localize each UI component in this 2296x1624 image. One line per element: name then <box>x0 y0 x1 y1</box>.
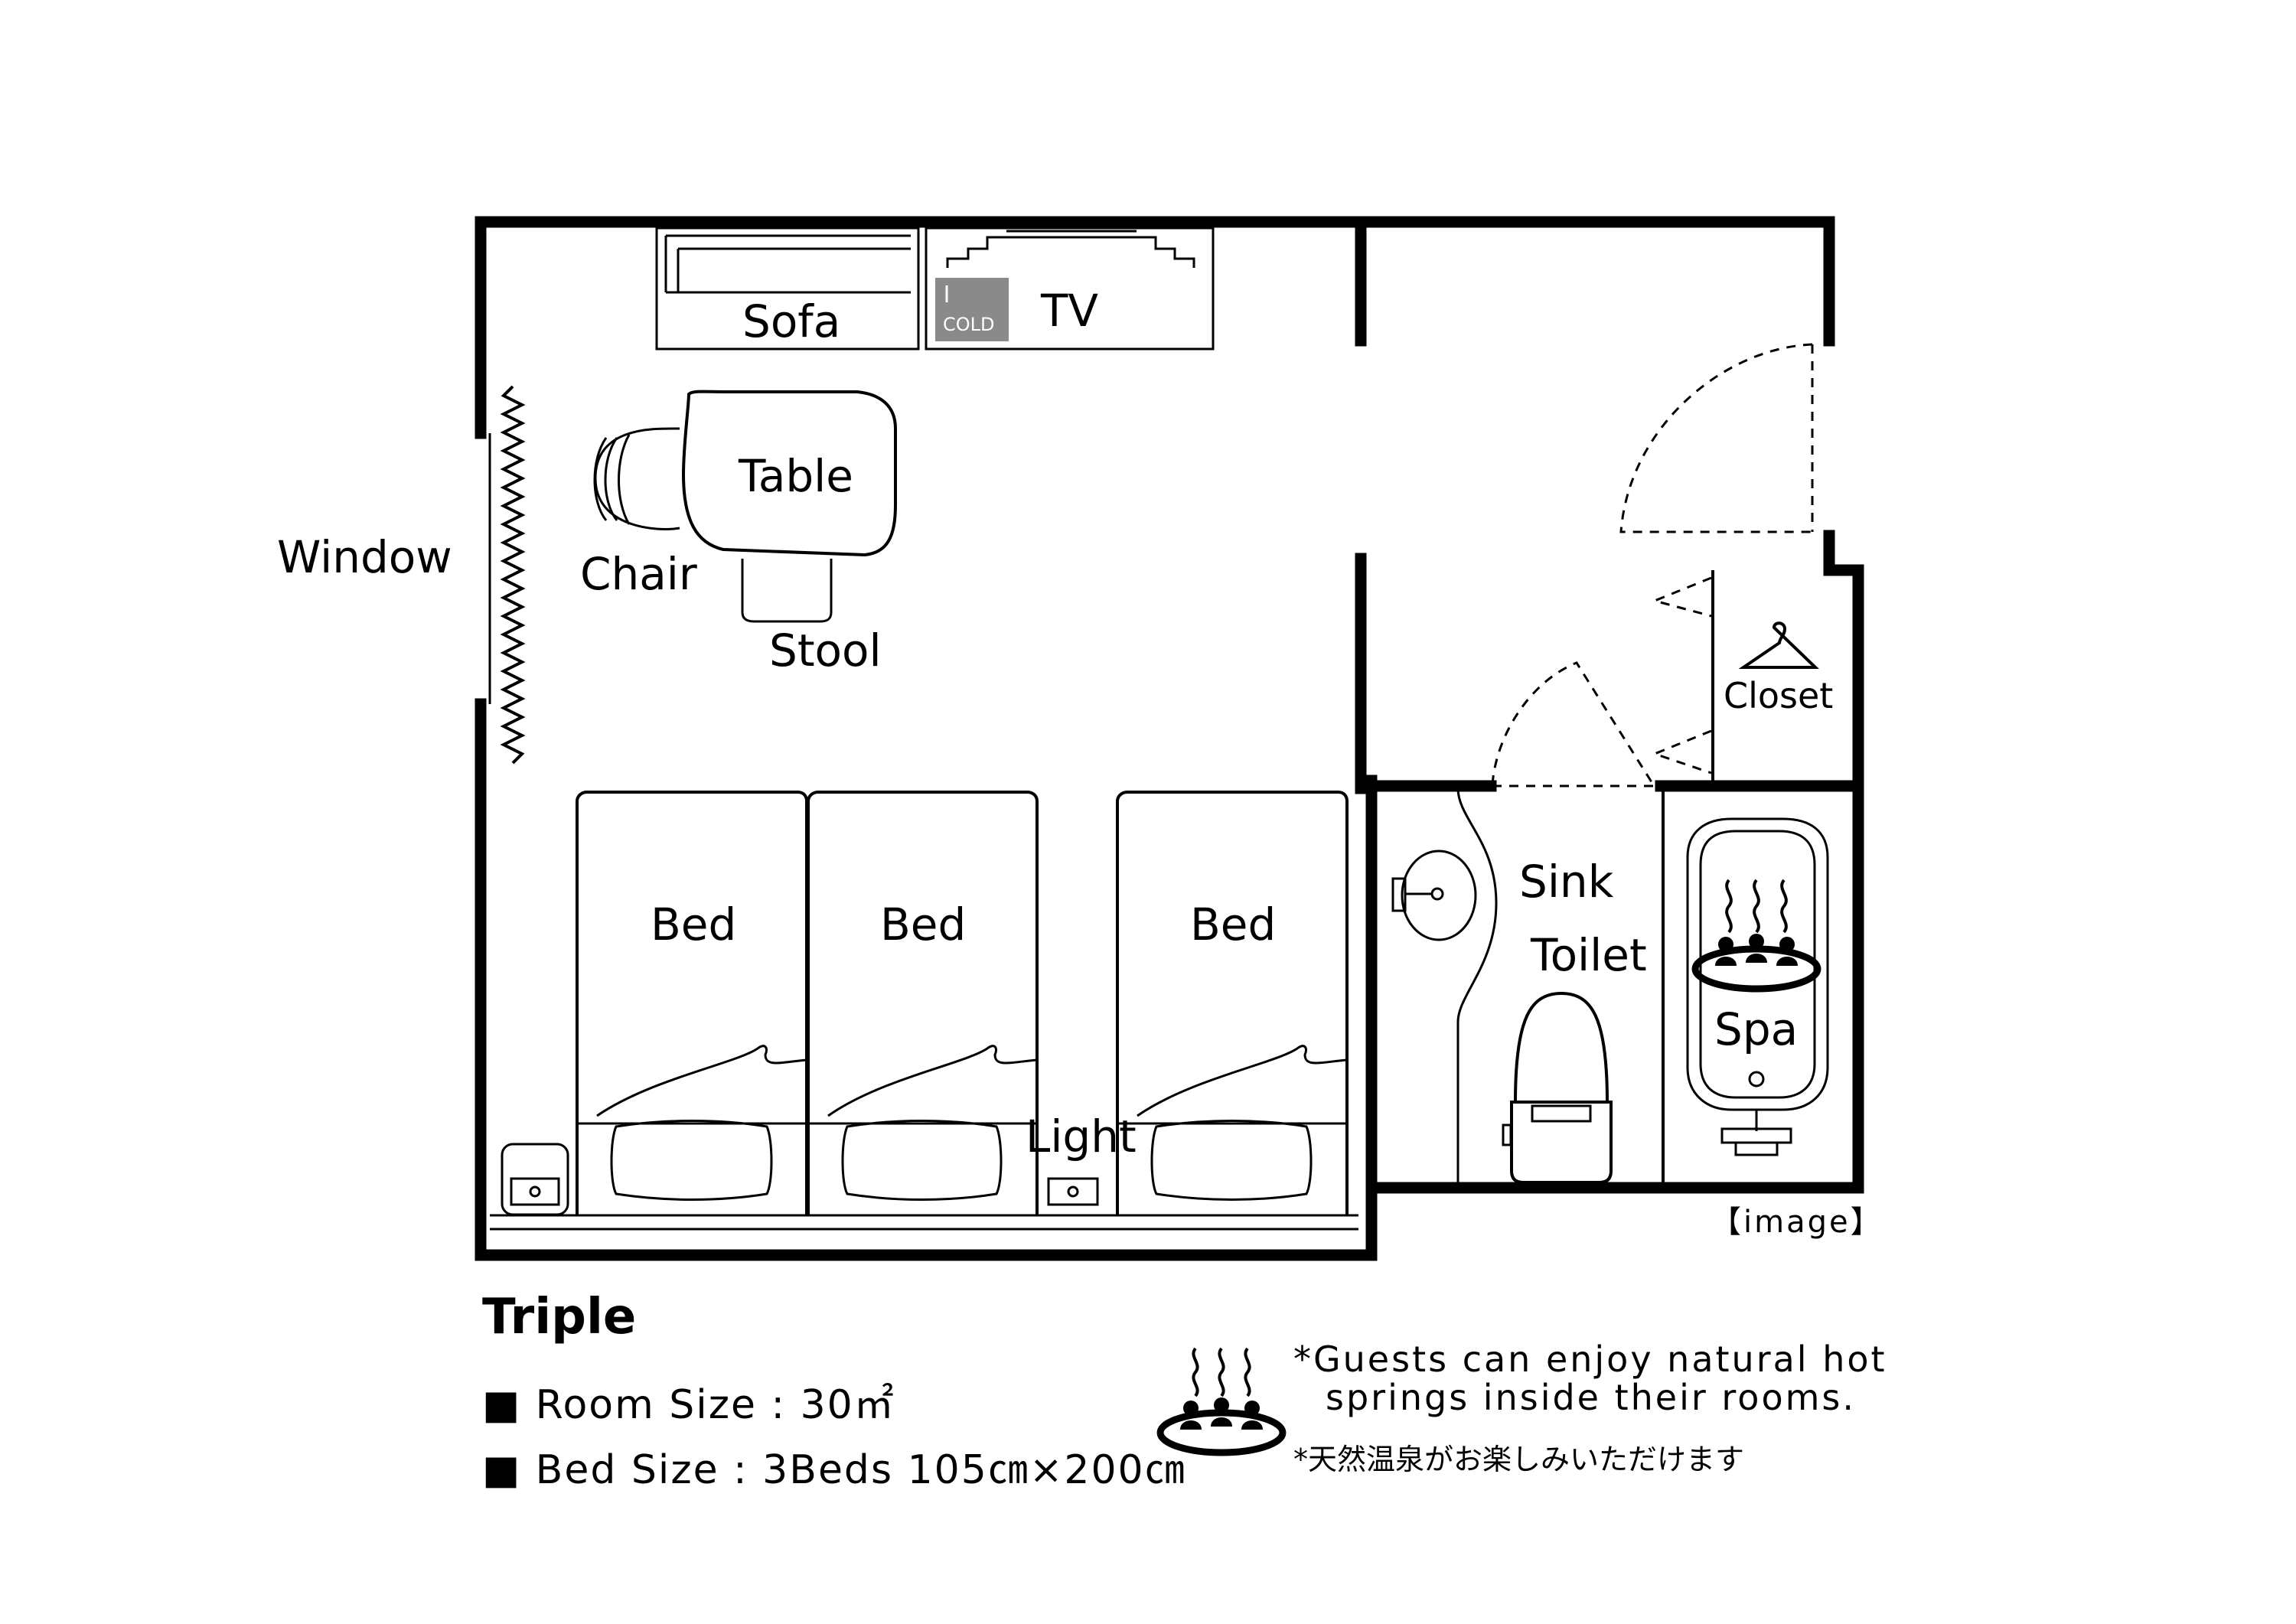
entry-door <box>1619 343 1814 533</box>
closet-label: Closet <box>1724 675 1833 716</box>
toilet <box>1502 991 1613 1184</box>
notice-japanese: *天然温泉がお楽しみいただけます <box>1293 1443 1744 1476</box>
bed-2-label: Bed <box>880 898 966 951</box>
bed-1-label: Bed <box>651 898 736 951</box>
hanger-icon <box>1738 621 1819 669</box>
bathroom-door <box>1491 661 1659 788</box>
vanity <box>1391 788 1498 1186</box>
wall-right <box>1365 530 1864 1194</box>
table <box>681 390 897 557</box>
window-label: Window <box>277 531 452 583</box>
fridge-label: COLD <box>943 314 995 335</box>
stool <box>741 559 833 623</box>
window <box>488 385 526 765</box>
tv-label: TV <box>1040 285 1098 337</box>
bed-3 <box>1116 791 1349 1215</box>
bed-3-label: Bed <box>1190 898 1276 951</box>
wall-left-bottom <box>475 698 1378 1261</box>
chair-label: Chair <box>580 548 697 600</box>
spa-tub <box>1686 817 1829 1156</box>
fridge: COLD <box>935 278 1009 341</box>
bedside-light-1 <box>501 1143 569 1216</box>
room-size: ■ Room Size : 30㎡ <box>482 1382 895 1428</box>
sink-label: Sink <box>1519 856 1614 908</box>
sofa <box>655 227 920 351</box>
bed-size: ■ Bed Size : 3Beds 105㎝×200㎝ <box>482 1447 1186 1493</box>
table-label: Table <box>738 450 853 502</box>
curtain <box>500 385 526 765</box>
notice-line-1: *Guests can enjoy natural hot <box>1293 1339 1887 1380</box>
bed-2 <box>807 791 1039 1215</box>
stool-label: Stool <box>769 624 882 677</box>
walls <box>475 216 1864 1261</box>
tv-unit <box>925 227 1215 351</box>
hot-spring-notice-icon <box>1156 1347 1287 1456</box>
image-note: 【image】 <box>1711 1205 1883 1240</box>
chair <box>593 427 680 530</box>
light-label: Light <box>1026 1110 1137 1163</box>
closet-door <box>1651 576 1712 774</box>
bedside-light-2 <box>1047 1177 1099 1206</box>
sofa-label: Sofa <box>742 295 840 347</box>
hot-spring-icon <box>1691 879 1821 993</box>
wall-top-main <box>475 216 1367 439</box>
toilet-label: Toilet <box>1530 929 1647 981</box>
wall-top-entry <box>1364 216 1835 347</box>
notice-line-2: springs inside their rooms. <box>1326 1377 1856 1418</box>
room-title: Triple <box>482 1289 636 1345</box>
spa-label: Spa <box>1714 1003 1798 1055</box>
bed-1 <box>576 791 808 1215</box>
